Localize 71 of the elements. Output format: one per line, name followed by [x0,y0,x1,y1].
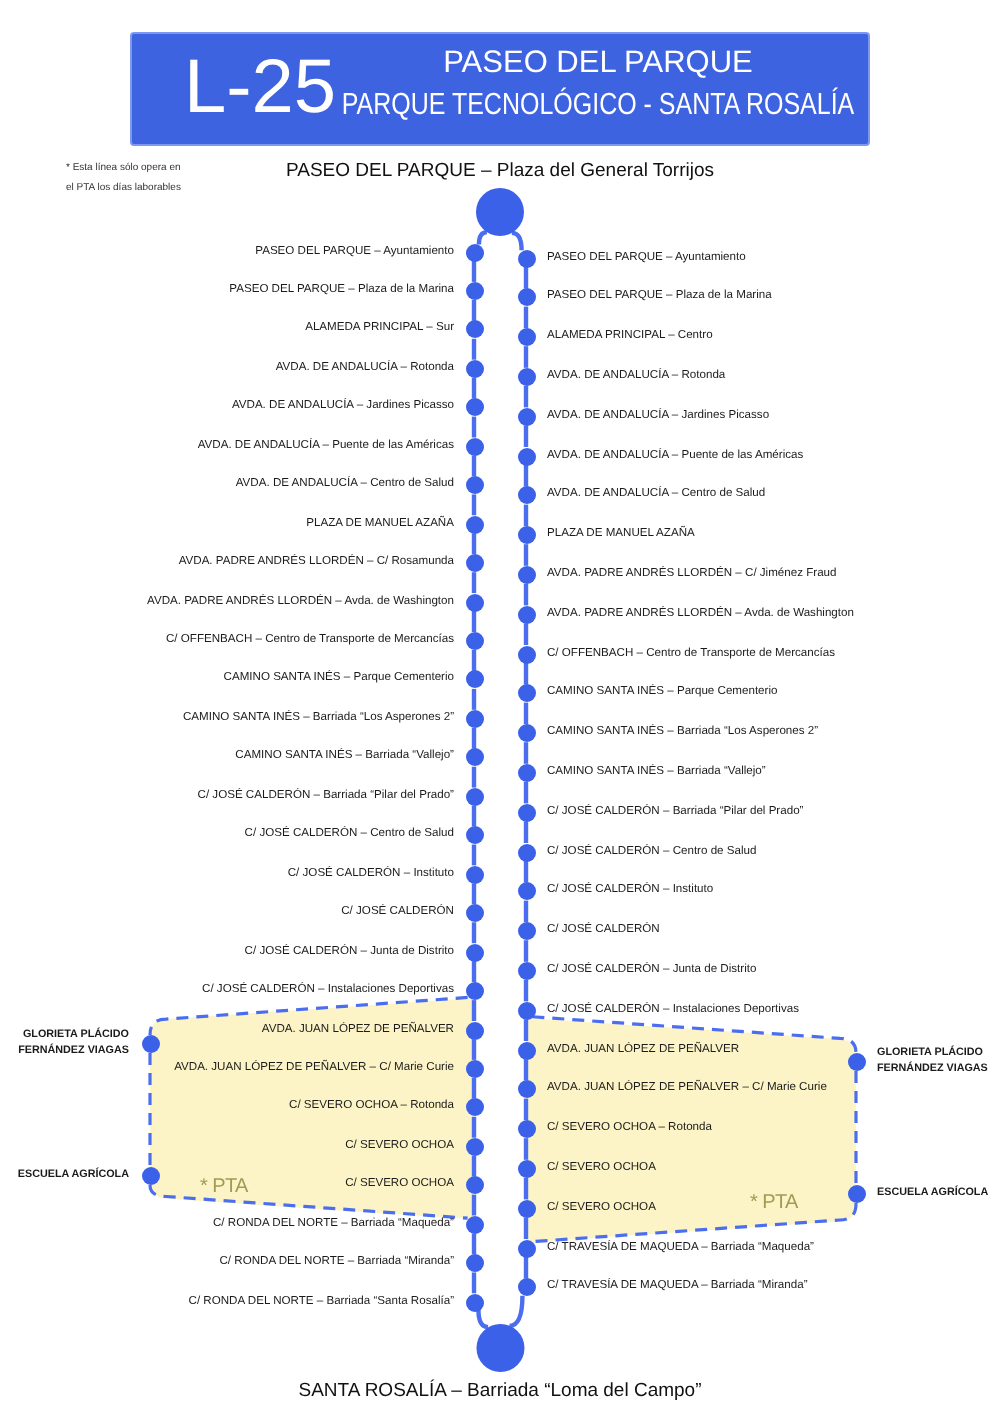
route-line [471,533,477,555]
terminus-name: SANTA ROSALÍA – Barriada “Loma del Campo” [298,1378,702,1404]
route-line [471,261,477,282]
route-line [523,702,529,725]
route-line [476,1310,489,1330]
zone-label: * PTA [200,1176,248,1201]
route-line [523,742,529,764]
route-line [523,1098,529,1121]
route-title: PASEO DEL PARQUE [443,44,753,84]
route-line [471,572,477,594]
dashed-route-line [148,995,468,1037]
route-line [523,346,529,368]
dashed-route-line [532,1202,858,1244]
route-line [523,623,529,645]
route-line [523,821,529,843]
route-line [471,1233,477,1255]
route-line [471,1272,477,1294]
terminus-name: PASEO DEL PARQUE – Plaza del General Torrijos [286,158,714,184]
route-line [523,465,529,487]
route-line [471,727,477,749]
route-line [471,1194,477,1216]
line-number: L-25 [184,44,337,132]
route-line [471,1077,477,1099]
route-line [523,1138,529,1160]
route-line [476,229,488,245]
route-line [471,1039,477,1060]
route-line [471,611,477,632]
route-line [523,425,529,447]
route-line [523,900,529,923]
route-line [523,663,529,685]
route-line [523,940,529,962]
dashed-route-line [854,1071,858,1185]
route-line [523,1059,529,1081]
route-line [523,1177,529,1200]
route-line [471,766,477,788]
dashed-route-line [148,1183,468,1220]
route-line [523,504,529,527]
zone-label: * PTA [750,1191,798,1216]
route-line [523,861,529,883]
route-line [471,1155,477,1177]
route-line [471,416,477,438]
route-line [471,338,477,360]
dashed-route-line [532,1015,858,1055]
route-line [523,979,529,1002]
route-line [471,688,477,710]
route-line [523,267,529,289]
header-banner [130,32,870,146]
route-line [471,650,477,671]
route-line [523,544,529,566]
route-subtitle: PARQUE TECNOLÓGICO - SANTA ROSALÍA [341,84,855,126]
route-line [523,1217,529,1239]
route-line [523,385,529,408]
route-line [471,455,477,477]
route-line [509,1295,525,1329]
route-line [523,1019,529,1041]
route-line [471,844,477,866]
route-line [471,377,477,399]
route-line [471,1000,477,1021]
route-line [471,299,477,321]
route-line [471,494,477,516]
route-line [471,883,477,905]
route-line [511,230,524,251]
route-line [523,781,529,804]
route-line [471,961,477,983]
route-line [471,805,477,827]
route-line [471,1116,477,1138]
route-line [523,306,529,329]
route-line [523,583,529,606]
dashed-route-line [148,1053,152,1167]
route-line [523,1257,529,1279]
route-line [471,922,477,944]
